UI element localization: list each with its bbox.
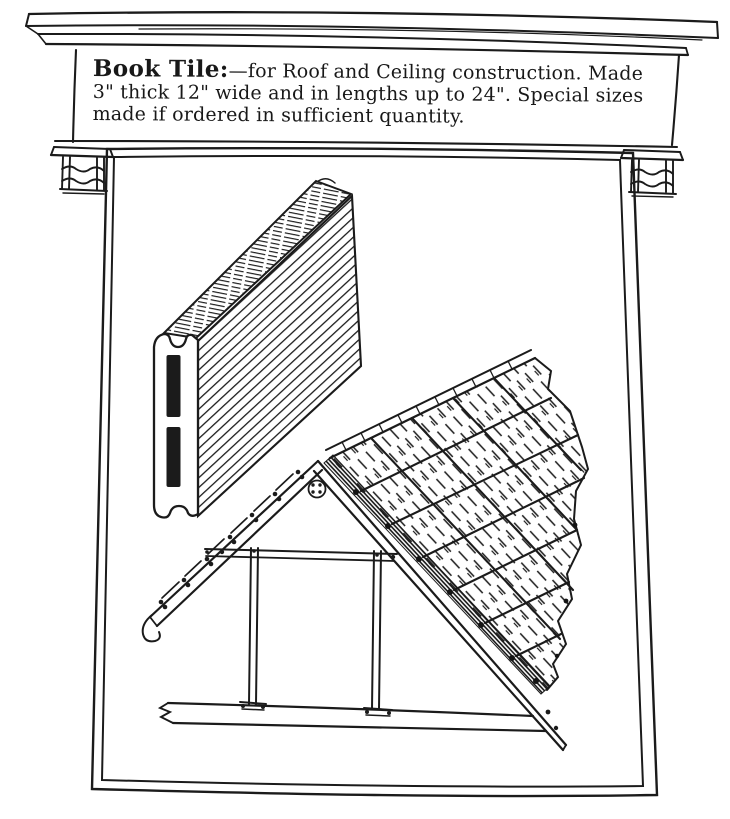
tile-end-section-face bbox=[152, 332, 200, 519]
roof-truss-figure bbox=[141, 349, 590, 752]
right-rafter bbox=[312, 459, 568, 752]
panel-border bbox=[90, 147, 659, 798]
headline: Book Tile:—for Roof and Ceiling construc… bbox=[92, 55, 659, 129]
deck-purlin-clips bbox=[353, 489, 578, 684]
ridge-ticks bbox=[341, 360, 513, 451]
cornice-molding bbox=[25, 11, 719, 57]
collar-tie bbox=[204, 548, 398, 562]
frieze-board bbox=[53, 48, 681, 149]
bottom-beam bbox=[157, 701, 548, 733]
headline-rest: —for Roof and Ceiling construction. Made bbox=[228, 59, 644, 85]
headline-line-3: made if ordered in sufficient quantity. bbox=[92, 102, 465, 128]
corbel-left bbox=[49, 146, 115, 195]
headline-line-1: Book Tile:—for Roof and Ceiling construc… bbox=[92, 55, 659, 85]
purlin-bolt-clusters bbox=[158, 469, 305, 610]
headline-lead: Book Tile: bbox=[92, 55, 229, 83]
truss-posts bbox=[239, 547, 393, 717]
book-tile-block-figure bbox=[152, 178, 363, 519]
eave-scroll bbox=[141, 614, 161, 643]
tile-hollow-cell-upper bbox=[166, 355, 181, 417]
corbel-right bbox=[619, 149, 685, 198]
tile-deck-surface bbox=[330, 358, 588, 690]
apex-rosette bbox=[307, 479, 327, 499]
torn-edge bbox=[534, 357, 590, 691]
tile-hollow-cell-lower bbox=[166, 427, 181, 487]
eave-shadow-band bbox=[323, 454, 551, 695]
book-tile-deck bbox=[323, 349, 590, 695]
tile-joint-columns bbox=[369, 376, 583, 641]
left-rafter-purlins bbox=[141, 459, 324, 643]
tile-top-edge-face bbox=[161, 178, 353, 340]
